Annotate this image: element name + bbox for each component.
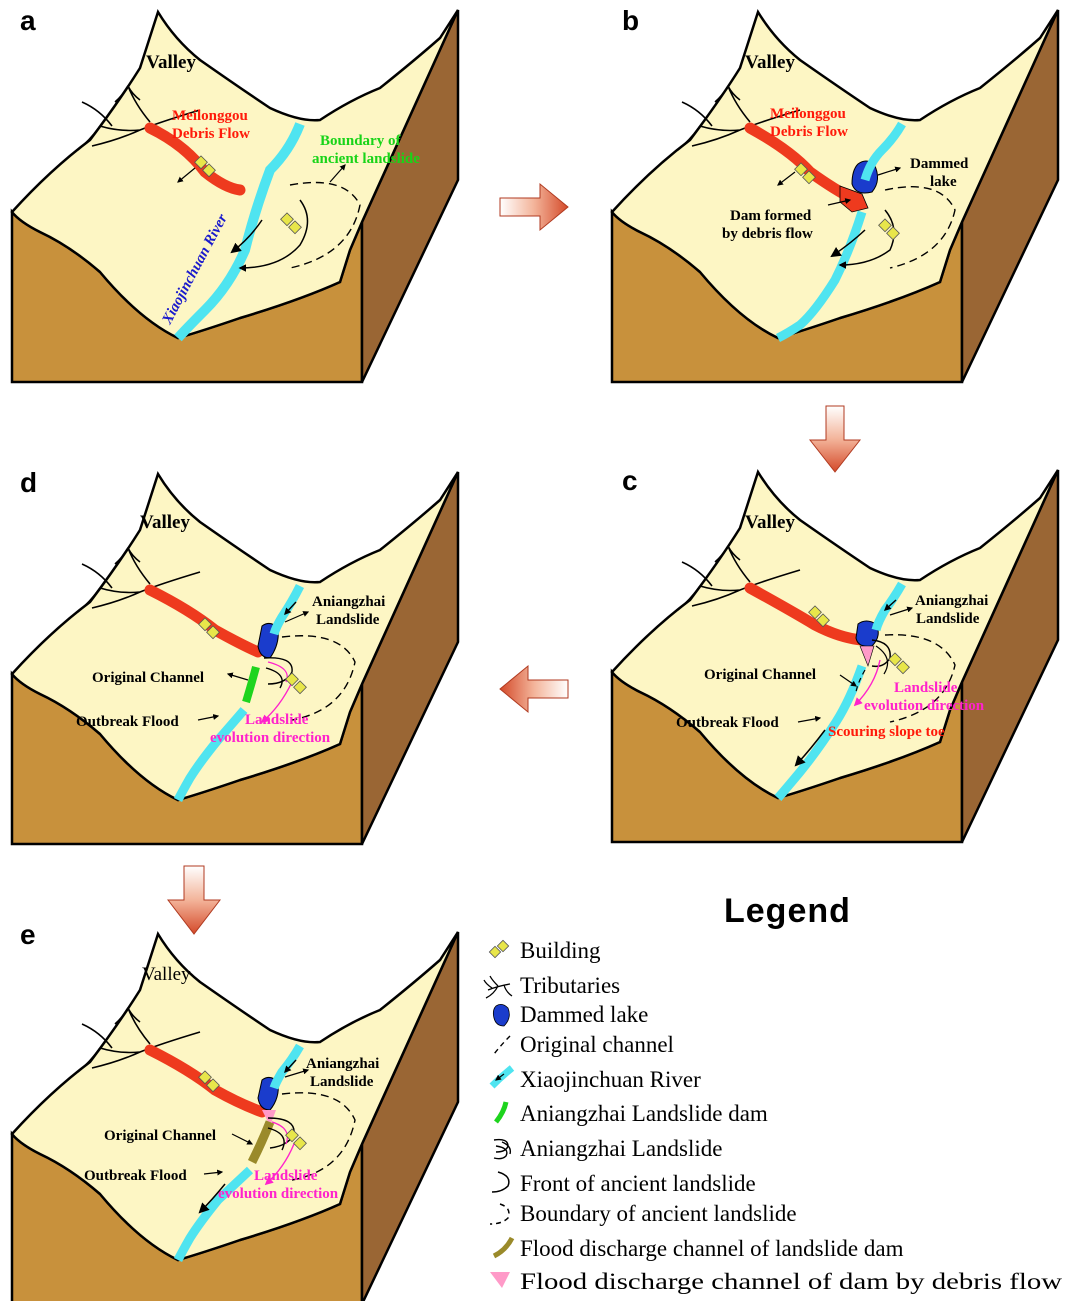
panel-c-evolution-label-1: Landslide [894,680,958,696]
legend-label-front-ancient: Front of ancient landslide [520,1171,756,1196]
panel-d-outbreak-label: Outbreak Flood [76,714,179,730]
panel-c: c Valley Aniangzhai Landslide Original C… [612,465,1058,842]
flood-channel-debris-dam-icon [490,1272,510,1288]
panel-d-landslide-label-2: Landslide [316,612,380,628]
flood-channel-landslide-dam-icon [494,1238,512,1256]
legend-label-flood-debris-dam: Flood discharge channel of dam by debris… [520,1269,1062,1294]
panel-c-landslide-label-1: Aniangzhai [915,593,988,609]
panel-b: b Valley Meilonggou Debris Flow Dammed l… [612,5,1058,382]
panel-b-dam-label-2: by debris flow [722,226,813,242]
legend-title: Legend [724,892,851,930]
legend-label-flood-landslide-dam: Flood discharge channel of landslide dam [520,1236,904,1261]
panel-a-boundary-label-2: ancient landslide [312,151,420,167]
panel-b-debris-label-1: Meilonggou [770,106,846,122]
panel-e-evolution-label-2: evolution direction [218,1186,339,1202]
panel-e-evolution-label-1: Landslide [254,1168,318,1184]
panel-d-landslide-label-1: Aniangzhai [312,594,385,610]
panel-a-debris-label-2: Debris Flow [172,126,250,142]
panel-c-outbreak-label: Outbreak Flood [676,715,779,731]
panel-b-dam-label-1: Dam formed [730,208,812,224]
arrow-a-to-b [500,184,568,230]
panel-b-lake-label-1: Dammed [910,156,969,172]
panel-d-evolution-label-2: evolution direction [210,730,331,746]
panel-a-debris-label-1: Meilonggou [172,108,248,124]
building-icon [489,940,508,957]
panel-c-landslide-label-2: Landslide [916,611,980,627]
panel-c-original-channel: Original Channel [704,667,816,683]
panel-a-boundary-label-1: Boundary of [320,133,401,149]
dammed-lake-icon [493,1004,509,1026]
legend-label-boundary-ancient: Boundary of ancient landslide [520,1201,797,1226]
panel-c-scouring-label: Scouring slope toe [828,724,945,740]
river-icon [492,1068,512,1086]
panel-d: d Valley Aniangzhai Landslide Original C… [12,467,458,844]
panel-c-letter: c [622,465,638,496]
legend-label-landslide-dam: Aniangzhai Landslide dam [520,1101,768,1126]
panel-e-original-channel: Original Channel [104,1128,216,1144]
panel-b-debris-label-2: Debris Flow [770,124,848,140]
panel-b-letter: b [622,5,639,36]
panel-a: a Valley Meilonggou Debris Flow Boundary… [12,5,458,382]
panel-d-evolution-label-1: Landslide [245,712,309,728]
legend: Legend [484,892,1062,1294]
front-ancient-landslide-icon [492,1172,509,1192]
panel-c-valley: Valley [745,512,795,533]
panel-d-original-channel: Original Channel [92,670,204,686]
panel-a-valley: Valley [146,52,196,73]
panel-e: e Valley Aniangzhai Landslide Original C… [12,919,458,1301]
legend-label-landslide: Aniangzhai Landslide [520,1136,722,1161]
legend-label-river: Xiaojinchuan River [520,1067,701,1092]
panel-a-letter: a [20,5,36,36]
panel-d-letter: d [20,467,37,498]
panel-c-evolution-label-2: evolution direction [864,698,985,714]
arrow-b-to-c [810,406,860,472]
tributaries-icon [484,976,512,998]
arrow-d-to-e [168,866,220,934]
legend-label-tributaries: Tributaries [520,973,620,998]
panel-e-valley: Valley [142,964,191,985]
panel-b-valley: Valley [745,52,795,73]
landslide-dam-icon [496,1102,506,1122]
panel-e-letter: e [20,919,36,950]
panel-e-landslide-label-2: Landslide [310,1074,374,1090]
landslide-icon [494,1140,510,1159]
legend-label-original-channel: Original channel [520,1032,674,1057]
legend-label-dammed-lake: Dammed lake [520,1002,648,1027]
panel-b-lake-label-2: lake [930,174,957,190]
arrow-c-to-d [500,666,568,712]
boundary-ancient-landslide-icon [490,1204,509,1224]
panel-e-landslide-label-1: Aniangzhai [306,1056,379,1072]
legend-label-building: Building [520,938,601,963]
panel-e-outbreak-label: Outbreak Flood [84,1168,187,1184]
original-channel-icon [494,1036,510,1054]
panel-d-valley: Valley [140,512,190,533]
